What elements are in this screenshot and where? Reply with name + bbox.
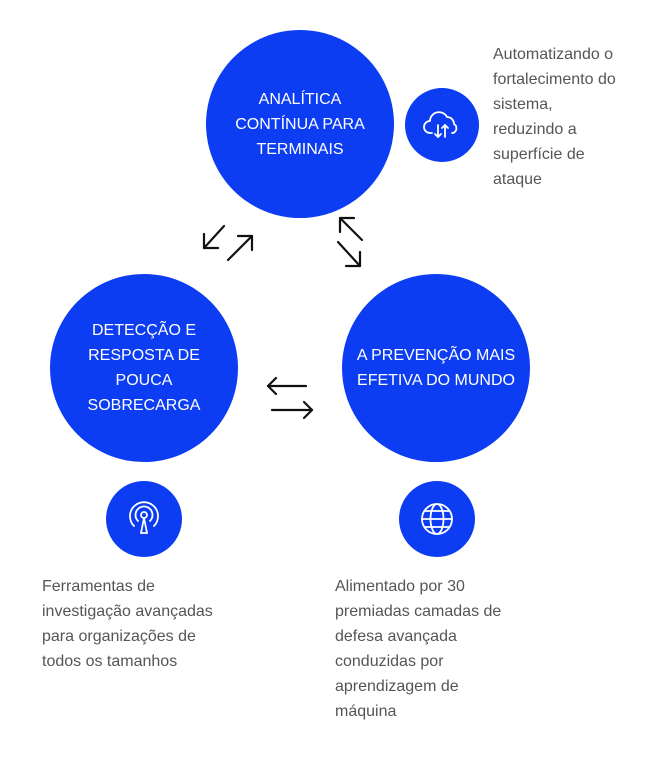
arrow-detection-analytics: [202, 224, 254, 262]
cloud-sync-icon: [405, 88, 479, 162]
node-detection: DETECÇÃO E RESPOSTA DE POUCA SOBRECARGA: [50, 274, 238, 462]
arrow-analytics-prevention: [336, 216, 364, 268]
node-detection-label: DETECÇÃO E RESPOSTA DE POUCA SOBRECARGA: [87, 322, 201, 414]
node-prevention-label: A PREVENÇÃO MAIS EFETIVA DO MUNDO: [356, 347, 516, 389]
node-prevention-description: Alimentado por 30 premiadas camadas de d…: [335, 578, 502, 720]
node-analytics-description: Automatizando o fortalecimento do sistem…: [493, 46, 616, 188]
radio-signal-icon: [106, 481, 182, 557]
node-analytics: ANALÍTICA CONTÍNUA PARA TERMINAIS: [206, 30, 394, 218]
node-detection-description: Ferramentas de investigação avançadas pa…: [42, 578, 213, 670]
arrow-detection-prevention: [266, 376, 314, 420]
globe-icon: [399, 481, 475, 557]
node-prevention: A PREVENÇÃO MAIS EFETIVA DO MUNDO: [342, 274, 530, 462]
node-analytics-label: ANALÍTICA CONTÍNUA PARA TERMINAIS: [235, 90, 365, 158]
